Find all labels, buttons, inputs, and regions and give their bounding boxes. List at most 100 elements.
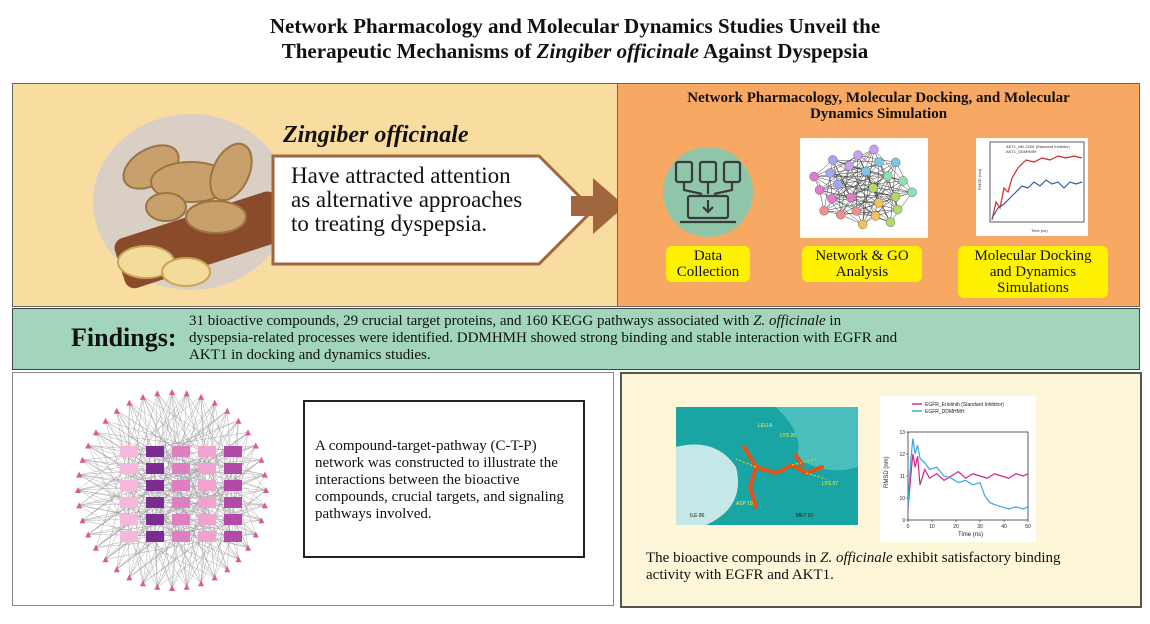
ctp-pathway-node: [258, 517, 265, 524]
rmsd-series-line-2: [907, 438, 1029, 510]
ctp-pathway-node: [198, 580, 205, 587]
svg-text:LEU A: LEU A: [758, 423, 773, 429]
legend-entry: EGFR_DDMHMH: [925, 409, 965, 415]
ctp-target-node: [172, 480, 190, 491]
ctp-pathway-node: [224, 566, 231, 573]
network-graph-icon: [800, 138, 928, 238]
x-tick-label: 30: [977, 524, 983, 530]
ctp-pathway-node: [85, 531, 92, 538]
ctp-pathway-node: [169, 389, 175, 395]
methods-panel: Network Pharmacology, Molecular Docking,…: [617, 83, 1140, 307]
network-node: [814, 185, 825, 195]
network-node: [868, 183, 878, 193]
ctp-pathway-node: [126, 399, 133, 406]
network-node: [853, 150, 863, 160]
chart-x-axis-label: Time (ns): [958, 532, 983, 538]
svg-text:RMSD (nm): RMSD (nm): [977, 168, 982, 190]
ctp-pathway-node: [263, 487, 269, 493]
network-node: [898, 176, 908, 186]
ctp-pathway-node: [235, 556, 242, 563]
y-tick-label: 10: [899, 496, 905, 502]
svg-text:LYS 26: LYS 26: [780, 433, 796, 439]
ctp-pathway-node: [139, 580, 146, 587]
svg-text:AKT1_MK-2206 (Standard Inhibit: AKT1_MK-2206 (Standard Inhibitor): [1006, 144, 1070, 149]
ctp-target-node: [146, 446, 164, 457]
ctp-pathway-node: [245, 429, 252, 436]
ctp-pathway-node: [252, 442, 259, 449]
ctp-target-node: [172, 463, 190, 474]
x-tick-label: 40: [1001, 524, 1007, 530]
ctp-pathway-node: [79, 517, 86, 524]
y-tick-label: 9: [902, 518, 905, 524]
docking-pose-image: LEU A LYS 26 ASP 18 ILE 86 LYS 57 MET 81: [676, 407, 858, 525]
ctp-target-node: [146, 497, 164, 508]
network-node: [892, 204, 903, 215]
title-species: Zingiber officinale: [536, 39, 700, 63]
ctp-pathway-node: [76, 502, 83, 509]
y-tick-label: 13: [899, 430, 905, 436]
network-node: [858, 219, 868, 230]
methods-heading: Network Pharmacology, Molecular Docking,…: [687, 90, 1070, 122]
ctp-target-node: [120, 463, 138, 474]
svg-text:ILE 86: ILE 86: [690, 513, 705, 519]
ctp-target-node: [172, 514, 190, 525]
svg-text:Time (ns): Time (ns): [1031, 228, 1048, 233]
ctp-target-node: [224, 446, 242, 457]
ctp-network-diagram: [75, 389, 269, 591]
ctp-pathway-node: [102, 417, 109, 424]
network-node: [844, 161, 854, 171]
y-tick-label: 11: [900, 474, 905, 480]
ctp-pathway-node: [92, 429, 99, 436]
ctp-pathway-node: [92, 544, 99, 551]
findings-label: Findings:: [71, 323, 177, 352]
ctp-pathway-node: [211, 574, 218, 581]
network-node: [833, 179, 843, 190]
ctp-target-node: [224, 531, 242, 542]
ctp-pathway-node: [102, 556, 109, 563]
network-node: [846, 192, 856, 203]
network-node: [907, 187, 917, 197]
ctp-pathway-node: [183, 583, 190, 590]
ctp-target-node: [146, 514, 164, 525]
step-network-go-label: Network & GO Analysis: [802, 246, 922, 282]
ctp-target-node: [198, 497, 216, 508]
ctp-pathway-node: [79, 456, 86, 463]
svg-text:MET 81: MET 81: [796, 513, 814, 519]
ctp-pathway-node: [261, 471, 268, 478]
network-node: [883, 171, 893, 181]
ctp-pathway-node: [211, 399, 218, 406]
ctp-pathway-node: [183, 390, 190, 397]
findings-banner: Findings: 31 bioactive compounds, 29 cru…: [12, 308, 1140, 370]
callout-arrow: [271, 154, 596, 266]
ctp-target-node: [172, 497, 190, 508]
ctp-pathway-node: [126, 574, 133, 581]
ctp-target-node: [172, 446, 190, 457]
network-node: [836, 209, 846, 220]
network-node: [825, 168, 835, 178]
network-node: [873, 198, 884, 208]
ctp-pathway-node: [113, 407, 120, 414]
ctp-pathway-node: [154, 583, 161, 590]
ctp-pathway-node: [76, 471, 83, 478]
ctp-description-box: A compound-target-pathway (C-T-P) networ…: [303, 400, 585, 558]
legend-entry: EGFR_Erlotinib (Standard Inhibitor): [925, 402, 1004, 408]
ctp-pathway-node: [261, 502, 268, 509]
poster-title: Network Pharmacology and Molecular Dynam…: [0, 14, 1150, 64]
ctp-pathway-node: [198, 393, 205, 400]
transition-arrow-icon: [571, 178, 625, 234]
network-node: [861, 166, 871, 177]
ctp-pathway-node: [139, 393, 146, 400]
ctp-target-node: [146, 480, 164, 491]
network-node: [891, 157, 901, 168]
binding-caption: The bioactive compounds in Z. officinale…: [646, 550, 1061, 583]
ctp-target-node: [146, 463, 164, 474]
ctp-target-node: [198, 446, 216, 457]
ctp-target-node: [224, 480, 242, 491]
plant-name: Zingiber officinale: [283, 122, 469, 148]
findings-text: 31 bioactive compounds, 29 crucial targe…: [189, 313, 898, 363]
svg-text:AKT1_DDMHMH: AKT1_DDMHMH: [1006, 149, 1037, 154]
intro-panel: Zingiber officinale Have attracted atten…: [12, 83, 625, 307]
ctp-pathway-node: [235, 417, 242, 424]
y-tick-label: 12: [899, 452, 905, 458]
